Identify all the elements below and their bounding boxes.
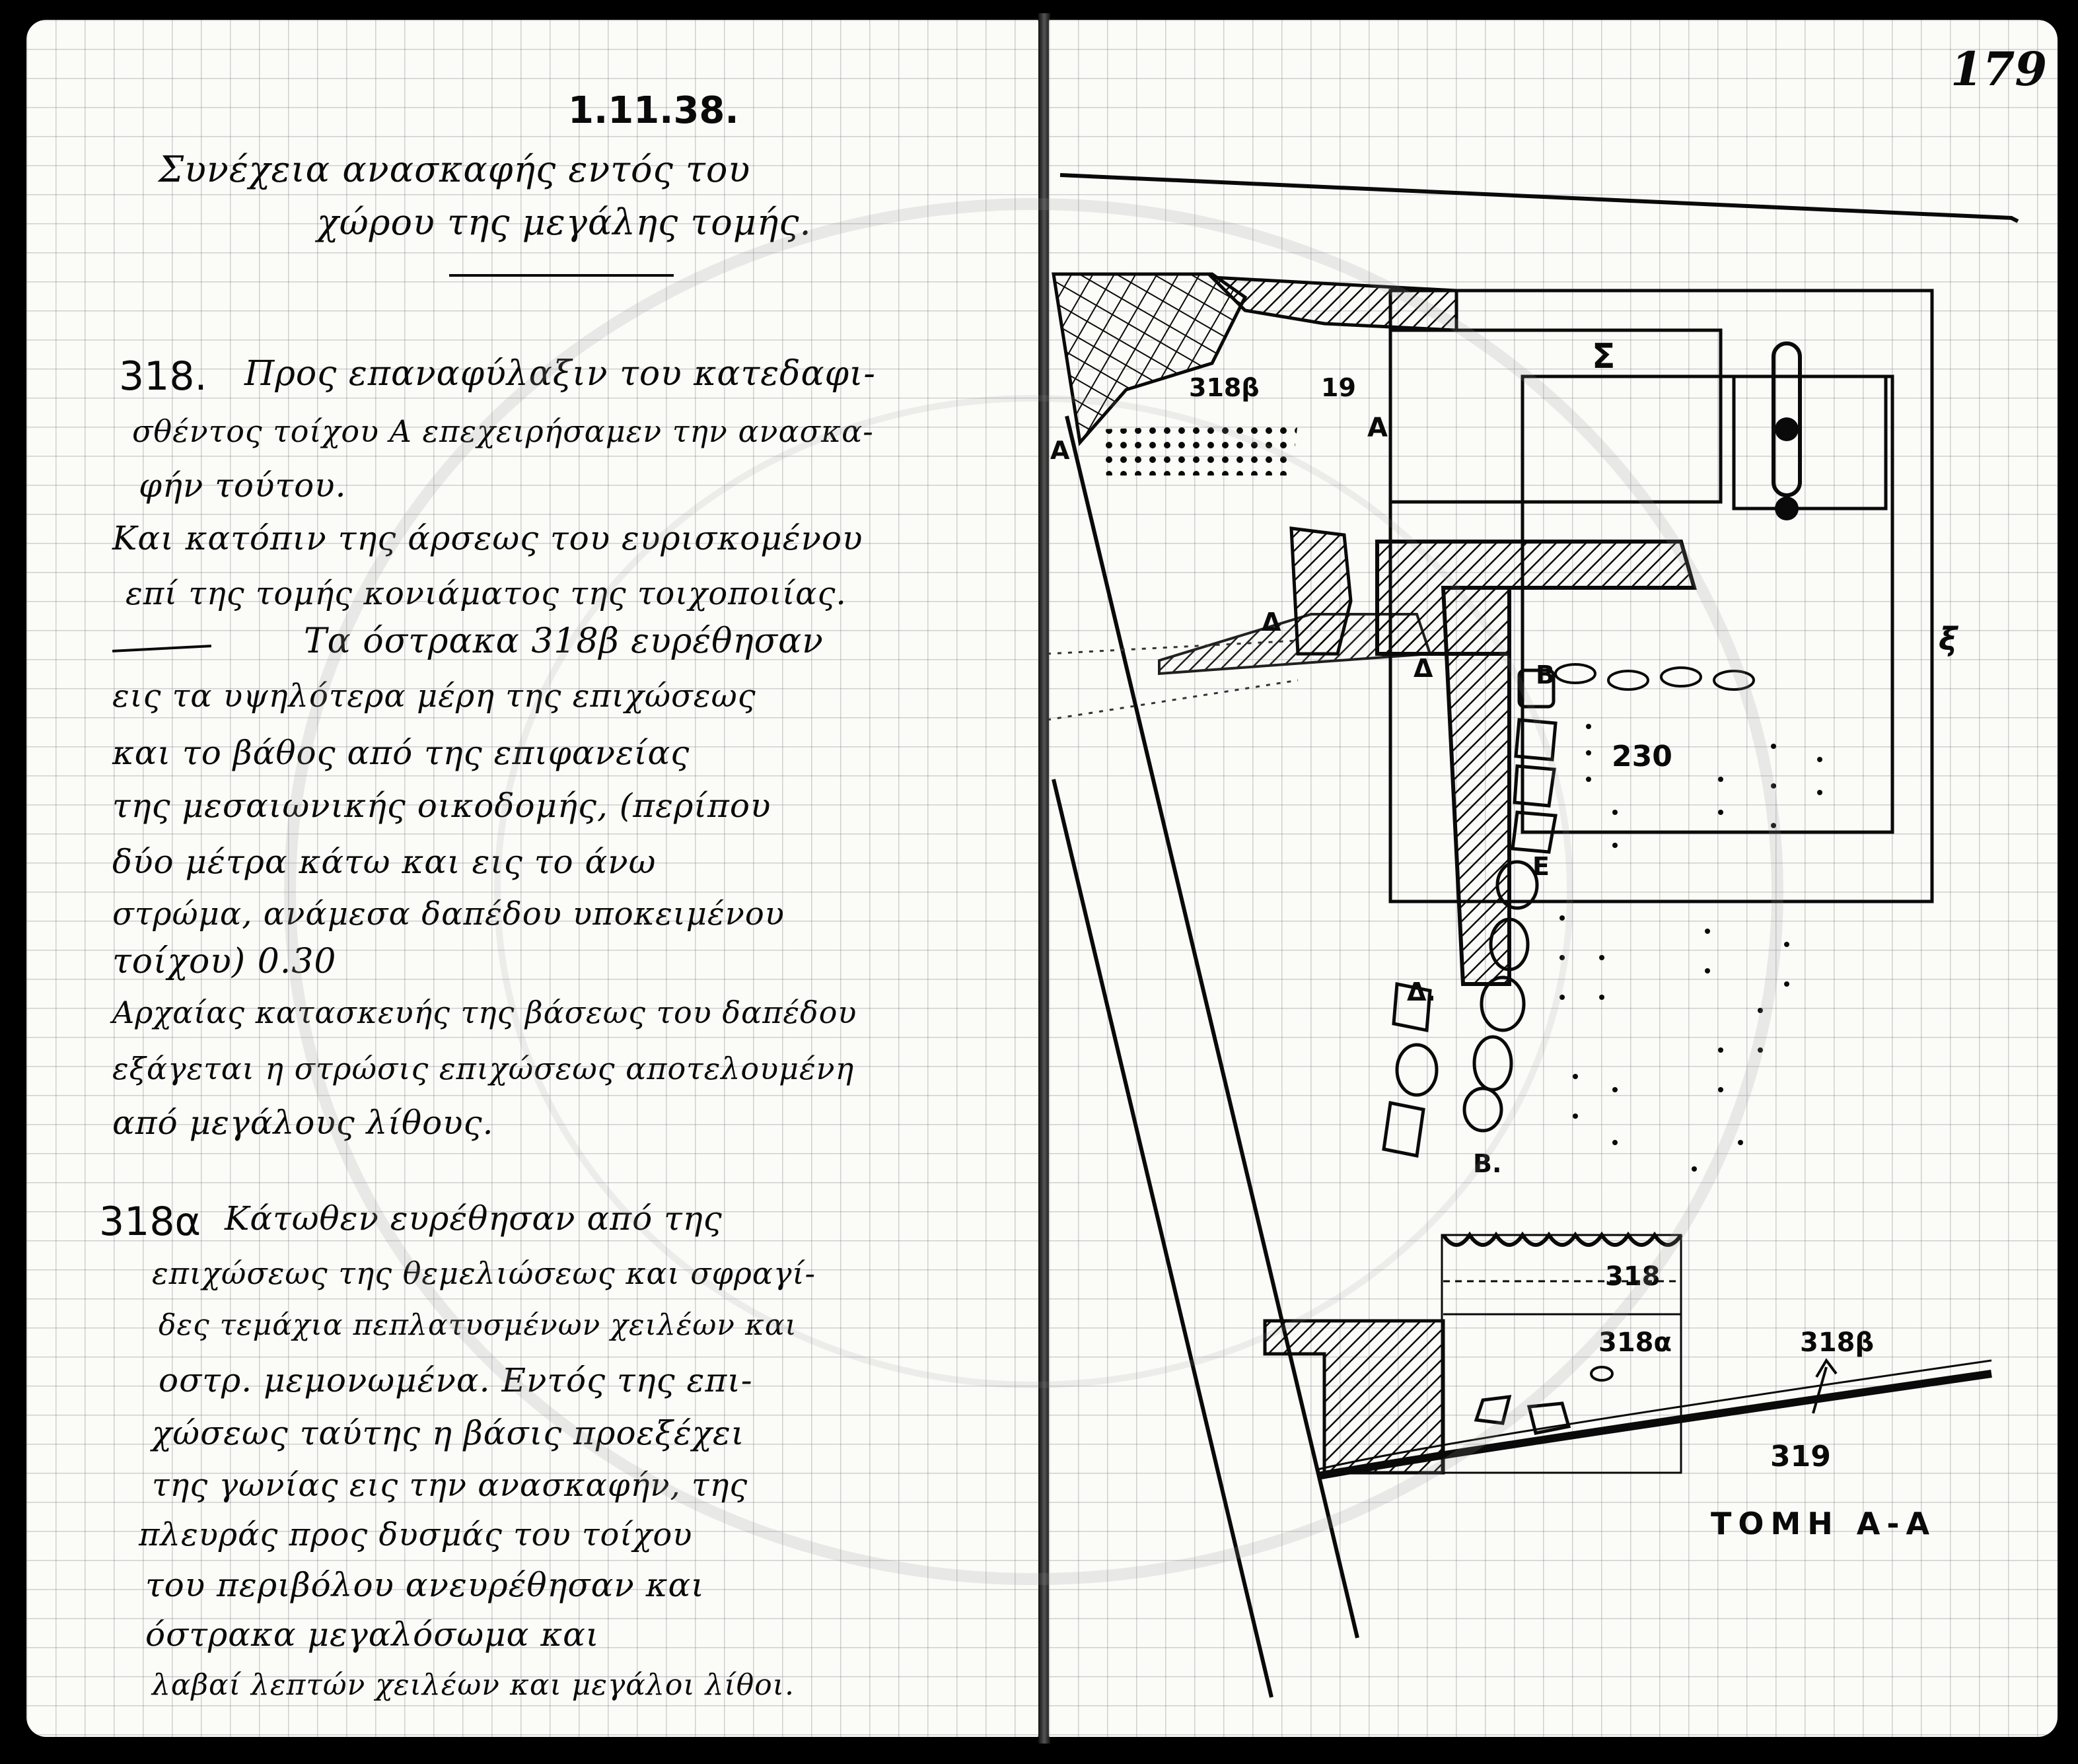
feature-circle-2 [1775,497,1799,520]
label-area-230: 230 [1612,740,1672,773]
top-boundary-line [1059,173,2019,223]
entry-318a-line-1: Κάτωθεν ευρέθησαν από της [225,1199,723,1238]
label-section-318a: 318α [1598,1327,1672,1358]
stone [1392,981,1432,1033]
entry-318-line-8: και το βάθος από της επιφανείας [112,734,690,772]
entry-318-line-1: Προς επαναφύλαξιν του κατεδαφι- [244,354,876,394]
stone [1480,975,1526,1032]
section-title: ΤΟΜΗ Α-Α [1711,1506,1937,1541]
stone [1514,718,1558,761]
entry-number-318a: 318α [99,1199,201,1245]
entry-318a-line-8: του περιβόλου ανευρέθησαν και [145,1566,705,1604]
stone [1495,860,1539,910]
entry-318-line-15: από μεγάλους λίθους. [112,1104,494,1142]
section-arrow [1812,1358,1838,1414]
dotted-vertical-fill [1559,724,1822,1172]
diagonal-line-short [1052,779,1273,1698]
vertical-feature [1772,341,1802,497]
feature-circle-1 [1775,417,1799,441]
section-floor-line [1316,1370,1992,1480]
blob [1607,670,1649,691]
entry-318-line-2: σθέντος τοίχου Α επεχειρήσαμεν την ανασκ… [132,413,874,449]
label-318b-wall: 318β [1189,373,1260,402]
stone [1489,917,1530,971]
entry-318a-line-4: οστρ. μεμονωμένα. Εντός της επι- [159,1361,753,1399]
label-xi: ξ [1939,621,1958,658]
section-stone-3 [1590,1366,1614,1382]
section-drawing [1263,1231,1992,1480]
page-number: 179 [1951,42,2048,96]
label-b-bottom: Β. [1473,1149,1502,1178]
small-niche [1732,374,1888,511]
entry-318a-line-9: όστρακα μεγαλόσωμα και [145,1615,600,1654]
entry-318-line-4: Και κατόπιν της άρσεως του ευρισκομένου [112,519,863,557]
dotted-fill-area [1100,423,1298,476]
inner-room-rectangle [1521,374,1894,834]
section-floor-line-2 [1317,1359,1992,1471]
excavation-plan-sketch [1047,173,2019,1698]
stone [1511,810,1558,854]
label-delta-1: Δ [1262,608,1281,637]
stone [1472,1035,1513,1092]
entry-number-318: 318. [119,353,207,400]
section-stone-2 [1526,1401,1571,1435]
label-a-mid: Α [1367,413,1388,443]
dotted-blobs [1554,663,1755,691]
entry-318a-line-7: πλευράς προς δυσμάς του τοίχου [139,1516,693,1553]
label-e: Ε [1532,852,1550,881]
entry-318a-line-10: λαβαί λεπτών χειλέων και μεγάλοι λίθοι. [152,1668,795,1702]
entry-318a-line-6: της γωνίας εις την ανασκαφήν, της [152,1467,748,1504]
dashed-projection-2 [1047,679,1299,721]
label-sigma: Σ [1592,337,1616,376]
entry-318a-line-2: επιχώσεως της θεμελιώσεως και σφραγί- [152,1255,816,1291]
label-19: 19 [1321,373,1356,402]
entry-318-line-9: της μεσαιωνικής οικοδομής, (περίπου [112,787,771,825]
left-page: 1.11.38. Συνέχεια ανασκαφής εντός του χώ… [26,20,1040,1737]
section-wave-top [1441,1231,1683,1247]
stone-column-lower [1382,981,1439,1158]
section-stone-1 [1474,1395,1512,1425]
diagonal-line-long [1065,415,1359,1639]
label-a-left: Α [1050,436,1070,465]
right-page: 179 [1047,20,2058,1737]
dark-wall-band [1207,275,1458,332]
blob [1713,670,1755,691]
entry-318-line-6: Τα όστρακα 318β ευρέθησαν [304,621,824,661]
strikethrough-mark [112,645,212,653]
label-delta-3: Δ. [1407,977,1436,1006]
label-delta-2: Δ [1414,654,1433,683]
blob [1554,663,1596,684]
entry-318-line-11: στρώμα, ανάμεσα δαπέδου υποκειμένου [112,896,785,933]
entry-318a-line-3: δες τεμάχια πεπλατυσμένων χειλέων και [159,1308,797,1342]
stone [1513,764,1556,808]
heading-line-1: Συνέχεια ανασκαφής εντός του [159,149,751,190]
entry-318-line-13: Αρχαίας κατασκευής της βάσεως του δαπέδο… [112,995,857,1030]
label-section-319: 319 [1770,1440,1831,1473]
stone-column [1462,668,1558,1133]
sigma-room-rectangle [1388,328,1723,504]
entry-318-line-7: εις τα υψηλότερα μέρη της επιχώσεως [112,678,756,715]
divider [449,274,674,277]
entry-318-line-5: επί της τομής κονιάματος της τοιχοποιίας… [125,575,847,612]
label-section-318: 318 [1605,1261,1661,1292]
entry-318-line-14: εξάγεται η στρώσις επιχώσεως αποτελουμέν… [112,1051,855,1086]
entry-date: 1.11.38. [568,89,739,132]
entry-318-line-3: φήν τούτου. [139,466,347,505]
label-section-318b: 318β [1800,1327,1875,1358]
heading-line-2: χώρου της μεγάλης τομής. [317,201,812,243]
stone [1462,1086,1503,1133]
entry-318-line-12: τοίχου) 0.30 [112,942,337,981]
label-b-top: Β [1536,660,1555,689]
hatched-diagonal-band [1158,613,1432,676]
hatched-wall-vertical [1441,586,1511,986]
entry-318a-line-5: χώσεως ταύτης η βάσις προεξέχει [152,1414,745,1452]
crosshatched-wall [1052,272,1248,446]
stone [1382,1101,1425,1158]
entry-318-line-10: δύο μέτρα κάτω και εις το άνω [112,843,657,881]
stone [1517,668,1556,709]
stone [1395,1043,1439,1097]
blob [1660,666,1702,688]
